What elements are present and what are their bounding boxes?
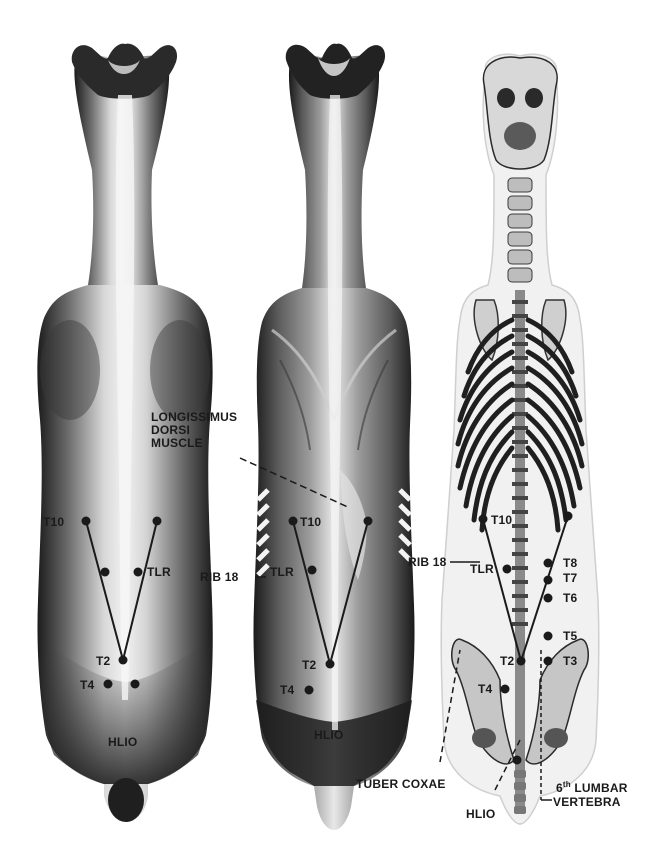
right-label-t2: T2 bbox=[500, 655, 514, 667]
left-label-t10: T10 bbox=[43, 516, 64, 528]
right-skull-base bbox=[504, 122, 536, 150]
middle-label-t4: T4 bbox=[280, 684, 294, 696]
right-spine bbox=[515, 290, 525, 810]
left-label-tlr: TLR bbox=[147, 566, 171, 578]
right-label-t10: T10 bbox=[491, 514, 512, 526]
right-label-tlr: TLR bbox=[470, 563, 494, 575]
right-label-6th-lumbar: 6th LUMBAR bbox=[556, 782, 628, 794]
lumbar-suffix: th bbox=[563, 780, 571, 789]
right-label-t6: T6 bbox=[563, 592, 577, 604]
right-label-t7: T7 bbox=[563, 572, 577, 584]
middle-label-t10: T10 bbox=[300, 516, 321, 528]
left-shoulder-shade-l bbox=[40, 320, 100, 420]
right-label-t5: T5 bbox=[563, 630, 577, 642]
middle-carcass bbox=[253, 44, 414, 830]
right-skull-orbit-l bbox=[497, 88, 515, 108]
right-label-tuber-coxae: TUBER COXAE bbox=[356, 778, 446, 790]
right-pelvis-hole-l bbox=[472, 728, 496, 748]
left-tail bbox=[108, 778, 144, 822]
left-label-t2: T2 bbox=[96, 655, 110, 667]
right-skeleton bbox=[441, 54, 599, 824]
right-label-vertebra: VERTEBRA bbox=[553, 796, 621, 808]
left-label-hl10: HLIO bbox=[108, 736, 137, 748]
right-label-t3: T3 bbox=[563, 655, 577, 667]
middle-label-longissimus: LONGISSIMUS DORSI MUSCLE bbox=[151, 411, 237, 450]
right-pelvis-hole-r bbox=[544, 728, 568, 748]
right-skull bbox=[483, 57, 557, 169]
middle-label-tlr: TLR bbox=[270, 566, 294, 578]
middle-label-rib18-right: RIB 18 bbox=[408, 556, 447, 568]
right-skull-orbit-r bbox=[525, 88, 543, 108]
lumbar-word: LUMBAR bbox=[574, 781, 627, 795]
middle-label-rib18-left: RIB 18 bbox=[200, 571, 239, 583]
left-shoulder-shade-r bbox=[150, 320, 210, 420]
right-label-t8: T8 bbox=[563, 557, 577, 569]
middle-label-t2: T2 bbox=[302, 659, 316, 671]
lumbar-ordinal: 6 bbox=[556, 781, 563, 795]
right-label-hl10: HLIO bbox=[466, 808, 495, 820]
middle-label-hl10: HLIO bbox=[314, 729, 343, 741]
right-label-t4: T4 bbox=[478, 683, 492, 695]
left-label-t4: T4 bbox=[80, 679, 94, 691]
